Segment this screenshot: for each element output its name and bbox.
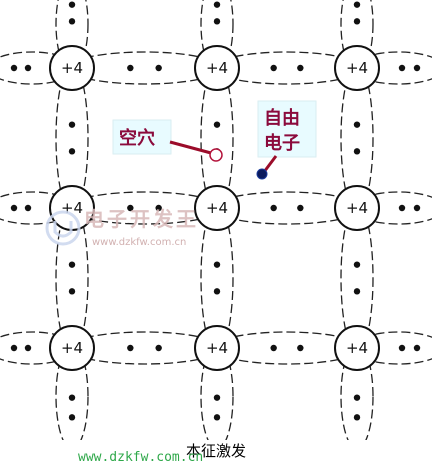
valence-electron: [413, 64, 421, 72]
atom-charge-label: +4: [346, 59, 368, 77]
valence-electron: [353, 1, 361, 8]
valence-electron: [353, 18, 361, 25]
valence-electron: [353, 261, 361, 268]
valence-electron: [24, 204, 32, 212]
atom-charge-label: +4: [346, 339, 368, 357]
silicon-atom: [334, 185, 380, 231]
free-electron-pointer-line: [262, 155, 278, 173]
atom-charge-label: +4: [206, 199, 228, 217]
silicon-atom: [334, 325, 380, 371]
valence-electron: [10, 204, 18, 212]
valence-electron: [353, 394, 361, 401]
valence-electron: [270, 64, 277, 72]
hole-callout-box: [112, 119, 172, 155]
valence-electron: [398, 344, 406, 352]
valence-electron: [297, 64, 304, 72]
atom-lattice: +4+4+4+4+4+4+4+4+4: [49, 45, 380, 371]
valence-electron: [10, 64, 18, 72]
valence-electron: [127, 204, 134, 212]
watermark-logo: 电子开发王 www.dzkfw.com.cn: [45, 207, 199, 248]
free-electron-callout-box: [257, 100, 317, 158]
atom-charge-label: +4: [206, 59, 228, 77]
valence-electron: [213, 261, 221, 268]
valence-electron: [270, 344, 277, 352]
intrinsic-excitation-diagram: +4+4+4+4+4+4+4+4+4 电子开发王 www.dzkfw.com.c…: [0, 0, 432, 440]
valence-electron: [155, 204, 162, 212]
atom-charge-label: +4: [206, 339, 228, 357]
valence-electron: [68, 1, 76, 8]
diagram-caption: 本征激发: [185, 442, 246, 460]
valence-electron: [24, 344, 32, 352]
watermark-url: www.dzkfw.com.cn: [92, 237, 186, 248]
silicon-atom: [334, 45, 380, 91]
watermark-logo-mark: [53, 221, 73, 238]
valence-electron: [297, 344, 304, 352]
valence-electron: [68, 414, 76, 421]
valence-electron: [413, 204, 421, 212]
valence-electron: [213, 288, 221, 295]
free-electron-label-line2: 电子: [264, 132, 300, 154]
valence-electron: [413, 344, 421, 352]
footer-url: www.dzkfw.com.cn: [78, 450, 204, 465]
valence-electron: [213, 18, 221, 25]
valence-electron: [398, 64, 406, 72]
valence-electron-pairs: [10, 1, 421, 421]
hole-callout: 空穴: [112, 119, 223, 162]
hole-marker: [209, 148, 223, 162]
valence-electron: [68, 288, 76, 295]
free-electron-callout: 自由 电子: [256, 100, 317, 180]
silicon-atom: [194, 325, 240, 371]
valence-electron: [353, 148, 361, 155]
silicon-atom: [49, 325, 95, 371]
valence-electron: [353, 121, 361, 128]
valence-electron: [10, 344, 18, 352]
valence-electron: [297, 204, 304, 212]
valence-electron: [68, 261, 76, 268]
atom-charge-label: +4: [346, 199, 368, 217]
valence-electron: [127, 64, 134, 72]
watermark-logo-text: 电子开发王: [84, 207, 199, 231]
valence-electron: [213, 1, 221, 8]
silicon-atom: [194, 45, 240, 91]
valence-electron: [68, 394, 76, 401]
atom-charge-label: +4: [61, 59, 83, 77]
valence-electron: [127, 344, 134, 352]
free-electron-label-line1: 自由: [264, 107, 300, 129]
valence-electron: [353, 288, 361, 295]
valence-electron: [155, 344, 162, 352]
valence-electron: [213, 394, 221, 401]
valence-electron: [213, 121, 221, 128]
valence-electron: [68, 148, 76, 155]
valence-electron: [270, 204, 277, 212]
watermark-logo-icon: [45, 210, 81, 246]
valence-electron: [68, 18, 76, 25]
valence-electron: [398, 204, 406, 212]
hole-pointer-line: [169, 140, 212, 155]
valence-electron: [24, 64, 32, 72]
silicon-atom: [49, 45, 95, 91]
free-electron-marker: [256, 168, 268, 180]
valence-electron: [68, 121, 76, 128]
valence-electron: [353, 414, 361, 421]
atom-charge-label: +4: [61, 339, 83, 357]
hole-label: 空穴: [119, 127, 155, 149]
valence-electron: [213, 414, 221, 421]
valence-electron: [155, 64, 162, 72]
silicon-atom: [194, 185, 240, 231]
